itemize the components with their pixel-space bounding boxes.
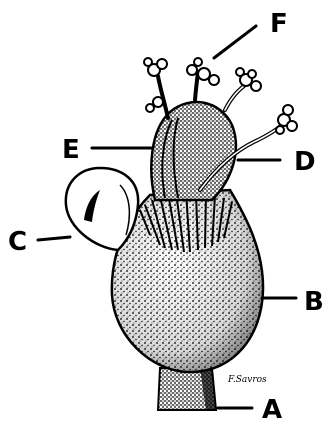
leader-f bbox=[214, 26, 256, 58]
stigma-head-center bbox=[187, 58, 219, 85]
label-d: D bbox=[294, 147, 316, 177]
pedicel-stalk bbox=[158, 368, 216, 410]
ovary bbox=[151, 102, 236, 200]
artist-signature: F.Savros bbox=[227, 375, 267, 385]
label-c: C bbox=[8, 227, 27, 257]
label-f: F bbox=[270, 9, 288, 39]
label-e: E bbox=[62, 135, 80, 165]
petal bbox=[66, 168, 138, 250]
leader-c bbox=[38, 237, 70, 240]
stigma-head-d bbox=[276, 105, 297, 134]
label-b: B bbox=[304, 287, 324, 317]
label-a: A bbox=[262, 395, 282, 423]
stigma-head-left bbox=[144, 58, 167, 112]
